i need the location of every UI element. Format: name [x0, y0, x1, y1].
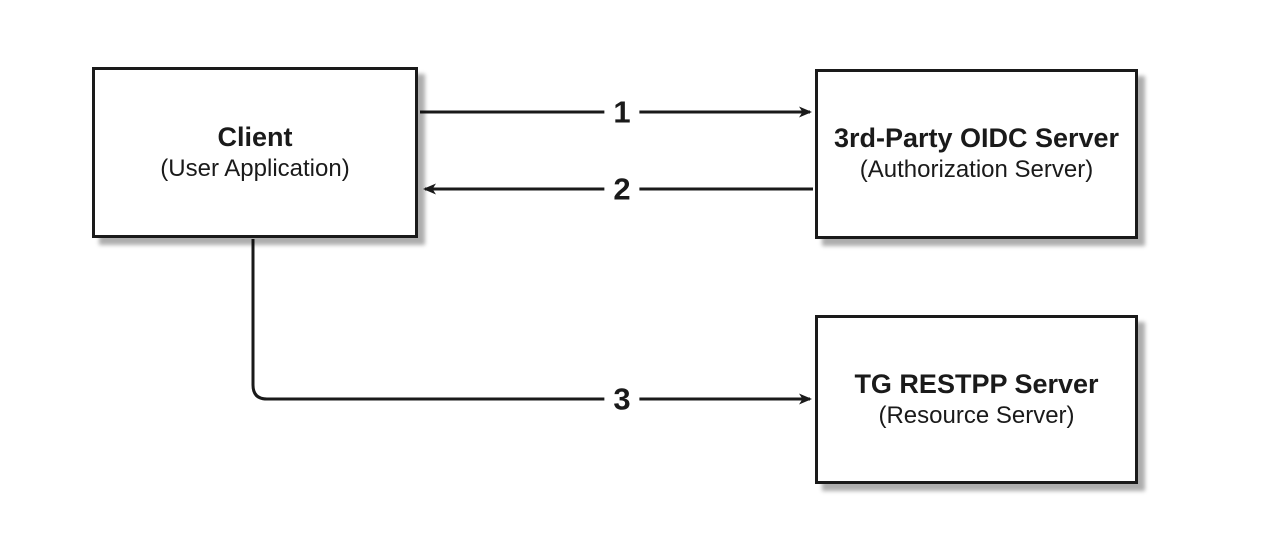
node-restpp-server-title: TG RESTPP Server: [854, 368, 1099, 399]
node-oidc-server: 3rd-Party OIDC Server (Authorization Ser…: [815, 69, 1138, 239]
node-client-title: Client: [217, 121, 293, 152]
edge-label-3: 3: [604, 383, 640, 415]
node-oidc-server-title: 3rd-Party OIDC Server: [833, 123, 1120, 154]
node-restpp-server: TG RESTPP Server (Resource Server): [815, 315, 1138, 484]
node-client: Client (User Application): [92, 67, 418, 238]
node-oidc-server-subtitle: (Authorization Server): [859, 156, 1094, 184]
edge-label-2: 2: [604, 173, 640, 205]
arrow-3-line: [251, 239, 812, 405]
node-restpp-server-subtitle: (Resource Server): [878, 401, 1075, 429]
edge-label-1: 1: [604, 96, 640, 128]
node-client-subtitle: (User Application): [160, 154, 350, 182]
